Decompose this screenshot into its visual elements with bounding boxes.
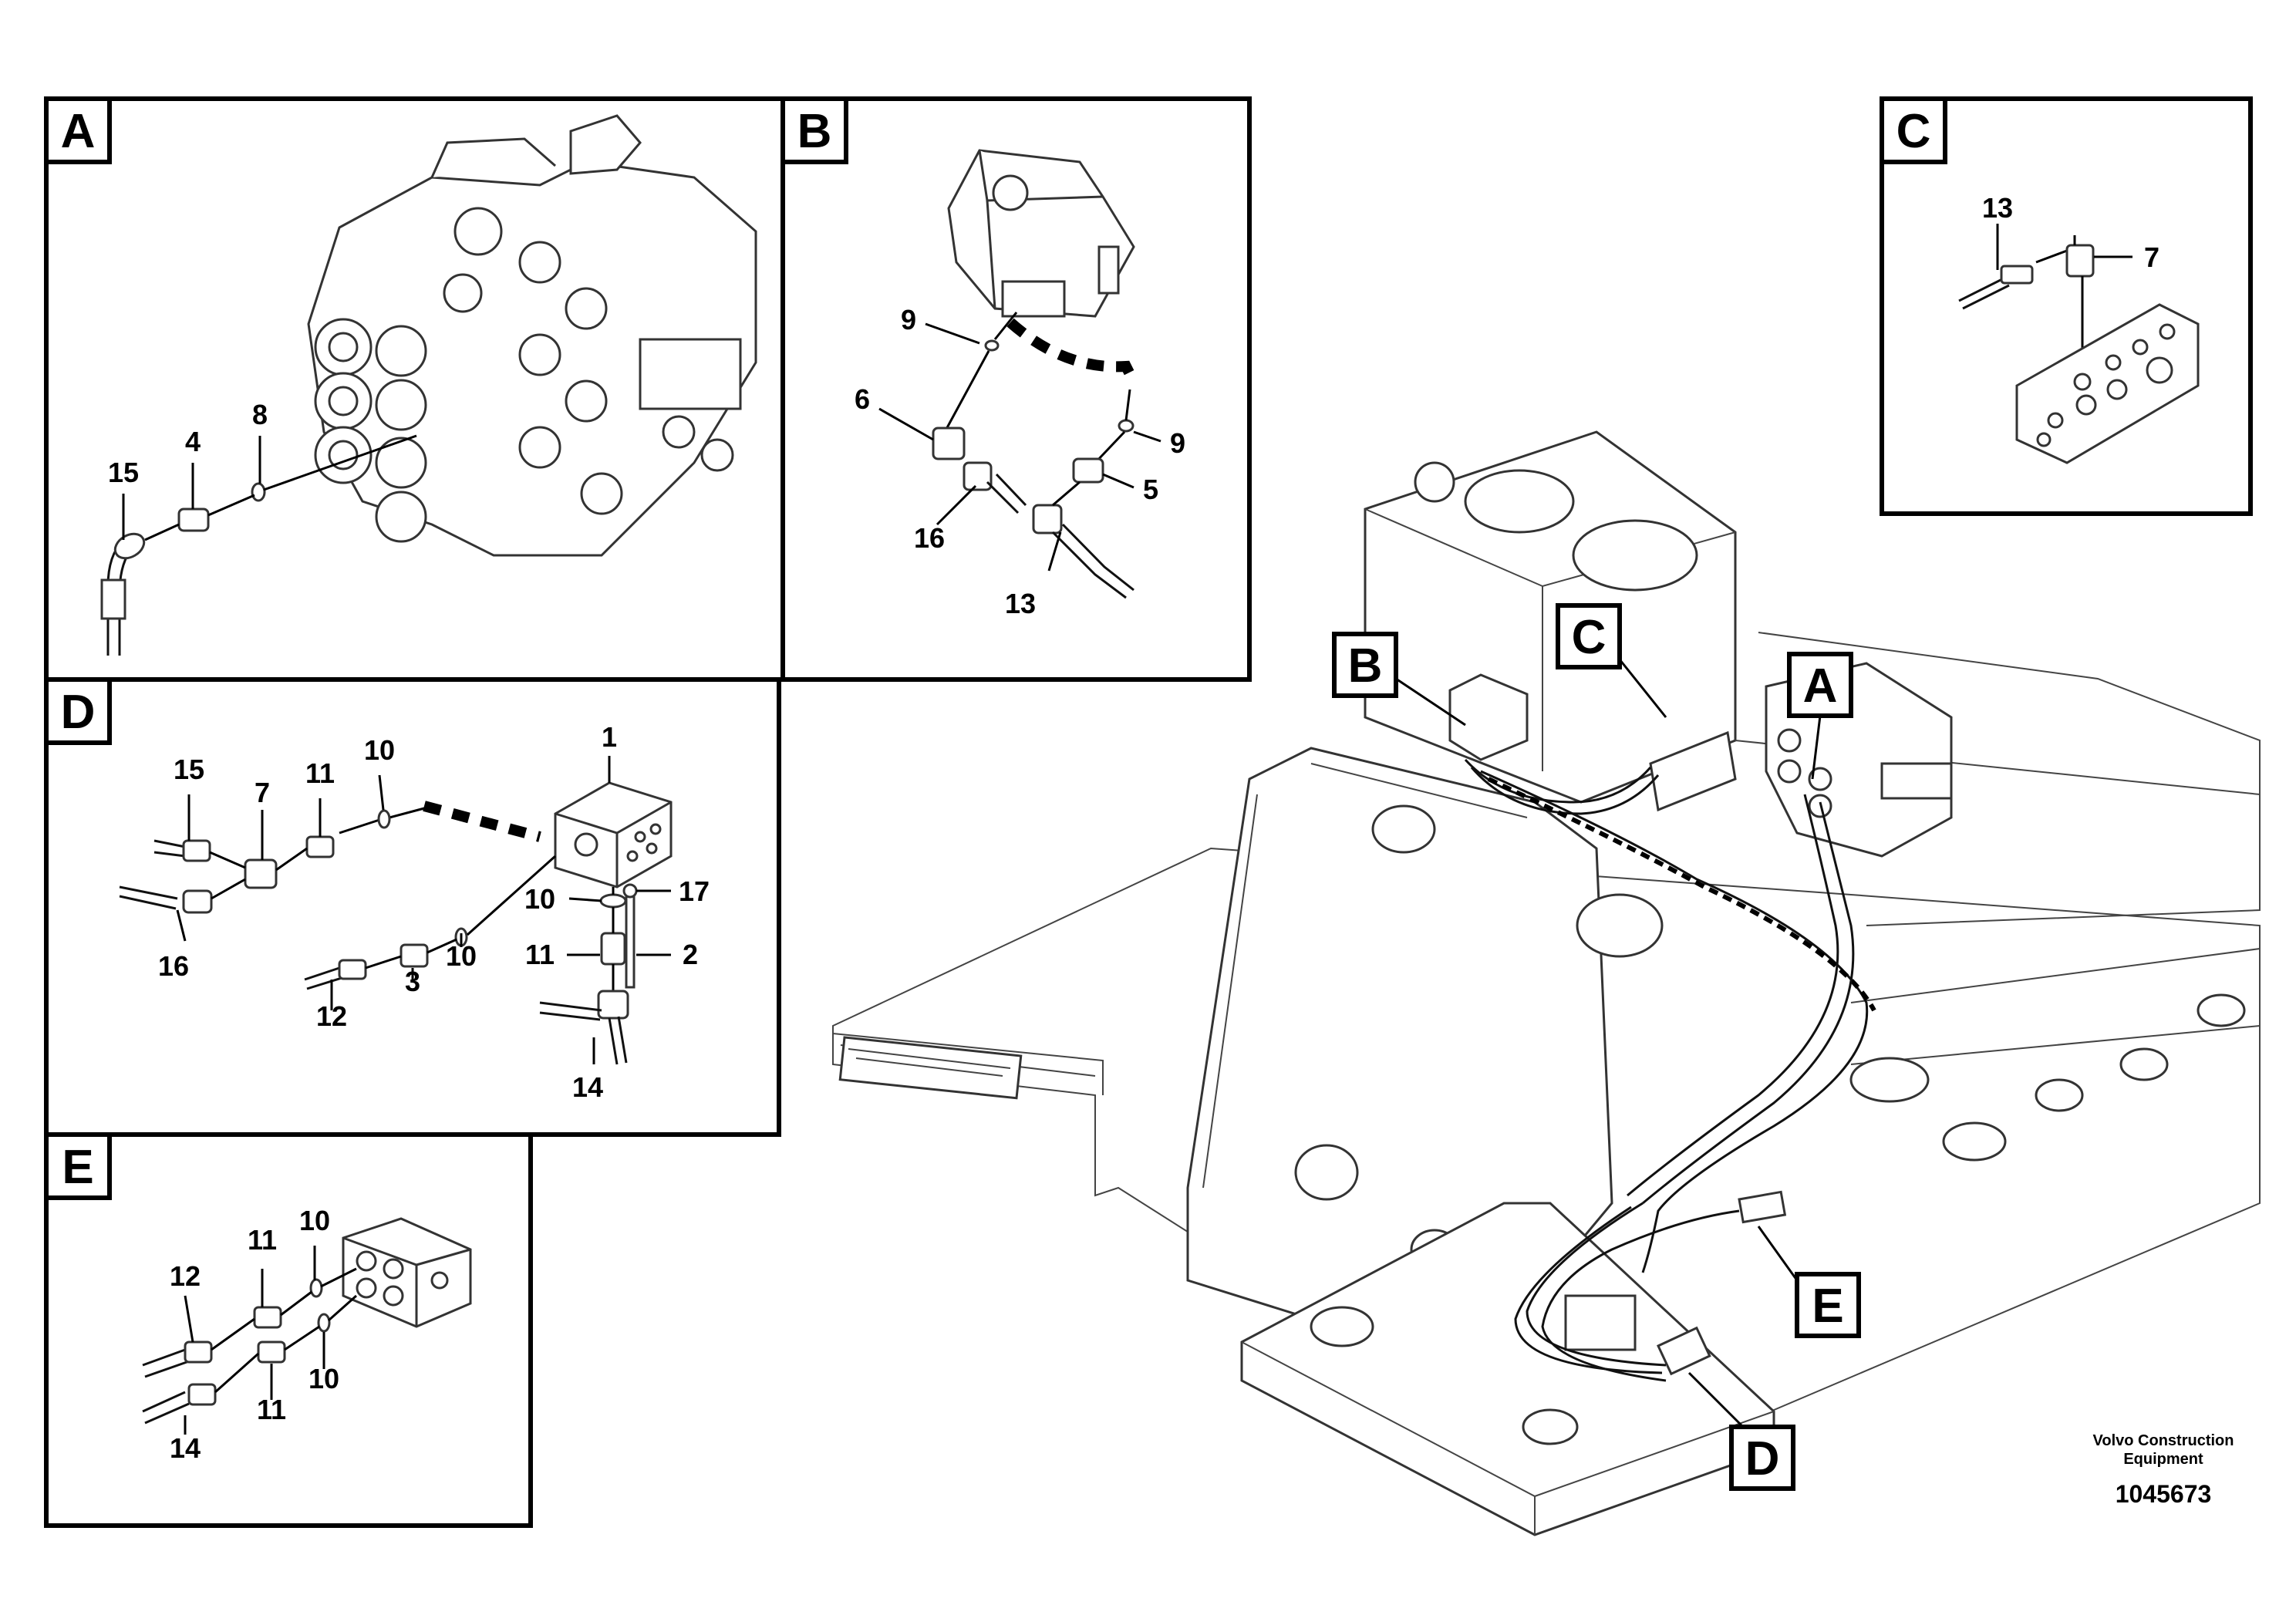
callout-b-1: 9 [901,304,916,336]
callout-b-3: 16 [914,522,945,554]
callout-e-2: 10 [299,1205,330,1236]
callout-a-2: 4 [185,426,201,457]
callout-c-1: 13 [1982,192,2013,224]
callout-b-4: 9 [1170,427,1185,459]
callout-d-5: 10 [364,734,395,766]
callout-d-1: 1 [602,721,617,753]
overview-label-b: B [1332,632,1466,727]
panel-e-label: E [62,1141,93,1194]
callout-d-14: 14 [572,1071,603,1103]
svg-text:A: A [1803,659,1838,713]
panel-c-label: C [1896,105,1931,158]
machine-overview-illustration: B C A E D [832,430,2261,1536]
panel-c: C 13 7 [1880,96,2253,516]
callout-d-6: 16 [158,950,189,982]
svg-text:D: D [1745,1432,1780,1485]
callout-d-7: 10 [524,883,555,915]
panel-d-label: D [61,686,96,739]
panel-b-label: B [797,105,832,158]
panel-b: B 9 6 16 9 5 13 [781,96,1252,682]
overview-label-a: A [1787,652,1853,780]
callout-d-8: 17 [679,875,710,907]
callout-d-12: 3 [405,966,420,997]
panel-a-label: A [61,105,96,158]
svg-text:E: E [1812,1280,1843,1333]
callout-e-5: 10 [308,1363,339,1394]
callout-b-6: 13 [1005,588,1036,619]
callout-d-3: 7 [255,777,270,808]
callout-e-3: 12 [170,1260,201,1292]
callout-b-5: 5 [1143,474,1158,505]
footer: Volvo Construction Equipment 1045673 [2093,1432,2234,1508]
panel-d: D 1 [44,677,781,1137]
callout-d-11: 12 [316,1000,347,1032]
callout-c-2: 7 [2144,241,2159,273]
overview-label-e: E [1757,1226,1861,1338]
callout-e-4: 11 [257,1394,286,1425]
overview-label-d: D [1687,1371,1795,1491]
callout-b-2: 6 [855,383,870,415]
callout-e-1: 11 [248,1224,277,1256]
callout-a-1: 15 [108,457,139,488]
callout-d-13: 10 [446,940,477,972]
publisher-line-1: Volvo Construction [2093,1432,2234,1449]
document-id: 1045673 [2116,1480,2212,1508]
callout-d-4: 11 [305,757,335,789]
overview-label-c: C [1556,603,1667,718]
svg-text:C: C [1572,611,1607,664]
callout-d-9: 11 [525,939,555,970]
svg-text:B: B [1348,639,1383,693]
callout-d-2: 15 [174,754,204,785]
panel-a: A 15 4 [44,96,785,682]
solenoid-illustration [947,149,1135,318]
callout-a-3: 8 [252,399,268,430]
control-valve-illustration [307,114,757,557]
callout-e-6: 14 [170,1432,201,1464]
callout-d-10: 2 [683,939,698,970]
publisher-line-2: Equipment [2123,1451,2203,1468]
panel-e: E 11 10 12 11 10 14 [44,1132,533,1528]
